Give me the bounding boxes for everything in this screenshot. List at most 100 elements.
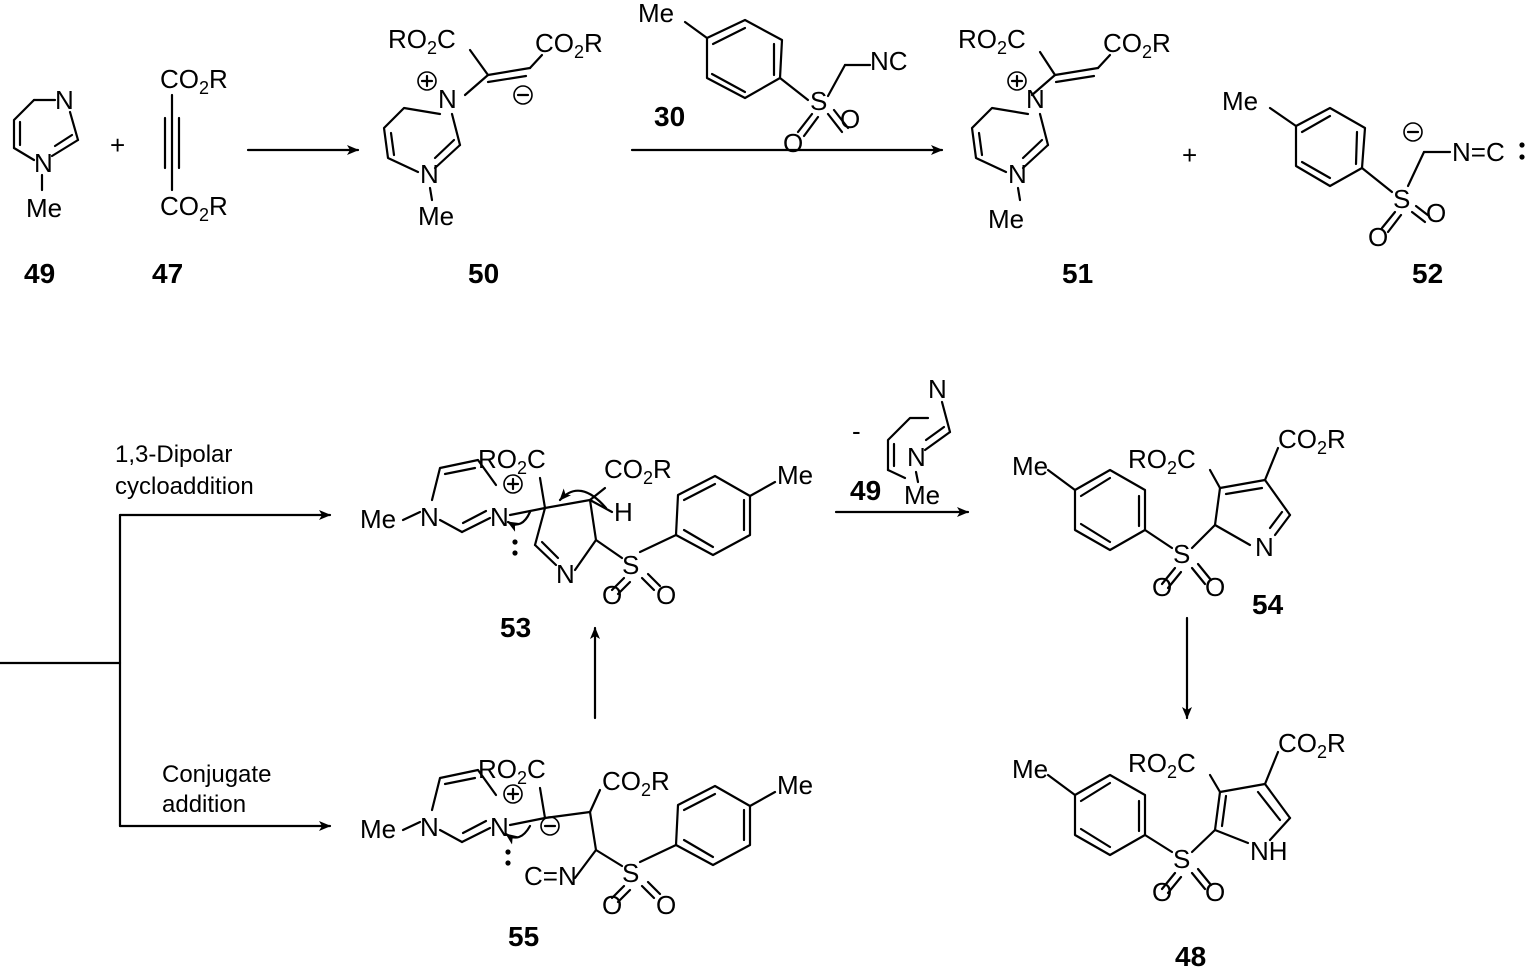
isocyanide-group: N=C: [1452, 137, 1505, 167]
ester-left: RO2C: [478, 754, 546, 788]
sulfur-atom: S: [622, 858, 639, 888]
compound-number-53: 53: [500, 612, 531, 643]
imidazole-methyl: Me: [904, 480, 940, 510]
imidazole-n3: N: [928, 374, 947, 404]
methyl-label-n: Me: [360, 814, 396, 844]
sulfur-atom: S: [622, 550, 639, 580]
condition-conjugate-line1: Conjugate: [162, 761, 271, 788]
methyl-label: Me: [988, 204, 1024, 234]
compound-number-50: 50: [468, 258, 499, 289]
sulfur-atom: S: [1173, 844, 1190, 874]
ester-left: RO2C: [958, 24, 1026, 58]
methyl-label-aryl: Me: [777, 460, 813, 490]
ester-left: RO2C: [478, 444, 546, 478]
minus-sign: -: [852, 416, 861, 446]
hydrogen-atom: H: [614, 497, 633, 527]
methyl-label: Me: [1012, 451, 1048, 481]
reagent-49-elimination: - N N Me 49: [850, 374, 952, 510]
ring-n-atom: N: [1255, 532, 1274, 562]
compound-50: RO2C CO2R N N Me 50: [382, 24, 603, 289]
compound-54: Me S O O N RO2C CO2R 54: [1012, 424, 1346, 620]
condition-conjugate-line2: addition: [162, 791, 246, 818]
methyl-label: Me: [638, 0, 674, 28]
plus-sign-2: +: [1182, 140, 1197, 170]
compound-30: Me S NC O O 30: [638, 0, 908, 158]
compound-number-52: 52: [1412, 258, 1443, 289]
oxygen-atom-1: O: [1152, 572, 1172, 602]
compound-number-49: 49: [24, 258, 55, 289]
methyl-label: Me: [26, 193, 62, 223]
methyl-label-n: Me: [360, 504, 396, 534]
ester-right: CO2R: [1278, 728, 1346, 762]
n-atom: N: [1008, 159, 1027, 189]
oxygen-atom-2: O: [1205, 877, 1225, 907]
oxygen-atom-2: O: [1205, 572, 1225, 602]
sulfur-atom: S: [1173, 539, 1190, 569]
negative-charge-icon: [1403, 122, 1423, 142]
n-plus-atom: N: [438, 84, 457, 114]
compound-48: Me S O O NH RO2C CO2R 48: [1012, 728, 1346, 971]
branch-connector: [0, 513, 122, 828]
oxygen-atom-2: O: [656, 580, 676, 610]
oxygen-atom-1: O: [602, 890, 622, 920]
compound-52: Me S N=C O O 52: [1222, 86, 1525, 289]
positive-charge-icon: [503, 474, 523, 494]
plus-sign-1: +: [110, 130, 125, 160]
oxygen-atom-2: O: [1426, 198, 1446, 228]
methyl-label: Me: [1012, 754, 1048, 784]
ester-top: CO2R: [160, 64, 228, 98]
n-imidazole-atom: N: [420, 502, 439, 532]
ring-n-atom: N: [556, 559, 575, 589]
positive-charge-icon: [1007, 71, 1027, 91]
methyl-label-aryl: Me: [777, 770, 813, 800]
sulfur-atom: S: [1393, 184, 1410, 214]
ester-left: RO2C: [1128, 748, 1196, 782]
compound-53: Me N N RO2C CO2R H N S Me: [360, 444, 813, 643]
compound-number-54: 54: [1252, 589, 1284, 620]
compound-number-30: 30: [654, 101, 685, 132]
methyl-label: Me: [418, 201, 454, 231]
n-plus-atom: N: [490, 812, 509, 842]
ester-right: CO2R: [1278, 424, 1346, 458]
compound-number-47: 47: [152, 258, 183, 289]
compound-55: Me N N RO2C CO2R C=N S Me O O: [360, 754, 813, 952]
n-plus-atom: N: [1026, 84, 1045, 114]
oxygen-atom-1: O: [1152, 877, 1172, 907]
isocyanide-fragment: C=N: [524, 861, 577, 891]
oxygen-atom-1: O: [602, 580, 622, 610]
oxygen-atom-1: O: [783, 128, 803, 158]
condition-dipolar-line2: cycloaddition: [115, 473, 254, 500]
n3-atom: N: [55, 85, 74, 115]
n1-atom: N: [34, 148, 53, 178]
ester-right: CO2R: [604, 454, 672, 488]
n-imidazole-atom: N: [420, 812, 439, 842]
compound-49: N N Me 49: [12, 85, 80, 289]
compound-47: CO2R CO2R 47: [152, 64, 228, 289]
condition-dipolar-line1: 1,3-Dipolar: [115, 441, 232, 468]
n-plus-atom: N: [490, 502, 509, 532]
ester-right: CO2R: [535, 28, 603, 62]
negative-charge-icon: [513, 85, 533, 105]
ester-bottom: CO2R: [160, 191, 228, 225]
compound-number-48: 48: [1175, 941, 1206, 971]
positive-charge-icon: [417, 71, 437, 91]
nh-group: NH: [1250, 836, 1288, 866]
compound-51: RO2C CO2R N N Me 51: [958, 24, 1171, 289]
n-atom: N: [420, 159, 439, 189]
ester-left: RO2C: [1128, 444, 1196, 478]
ester-right: CO2R: [1103, 28, 1171, 62]
elimination-reagent-number: 49: [850, 475, 881, 506]
isocyanide-group: NC: [870, 46, 908, 76]
methyl-label: Me: [1222, 86, 1258, 116]
oxygen-atom-1: O: [1368, 222, 1388, 252]
positive-charge-icon: [503, 784, 523, 804]
ester-left: RO2C: [388, 24, 456, 58]
imidazole-n1: N: [907, 442, 926, 472]
oxygen-atom-2: O: [656, 890, 676, 920]
compound-number-51: 51: [1062, 258, 1093, 289]
oxygen-atom-2: O: [840, 104, 860, 134]
sulfur-atom: S: [810, 86, 827, 116]
compound-number-55: 55: [508, 921, 539, 952]
ester-right: CO2R: [602, 766, 670, 800]
